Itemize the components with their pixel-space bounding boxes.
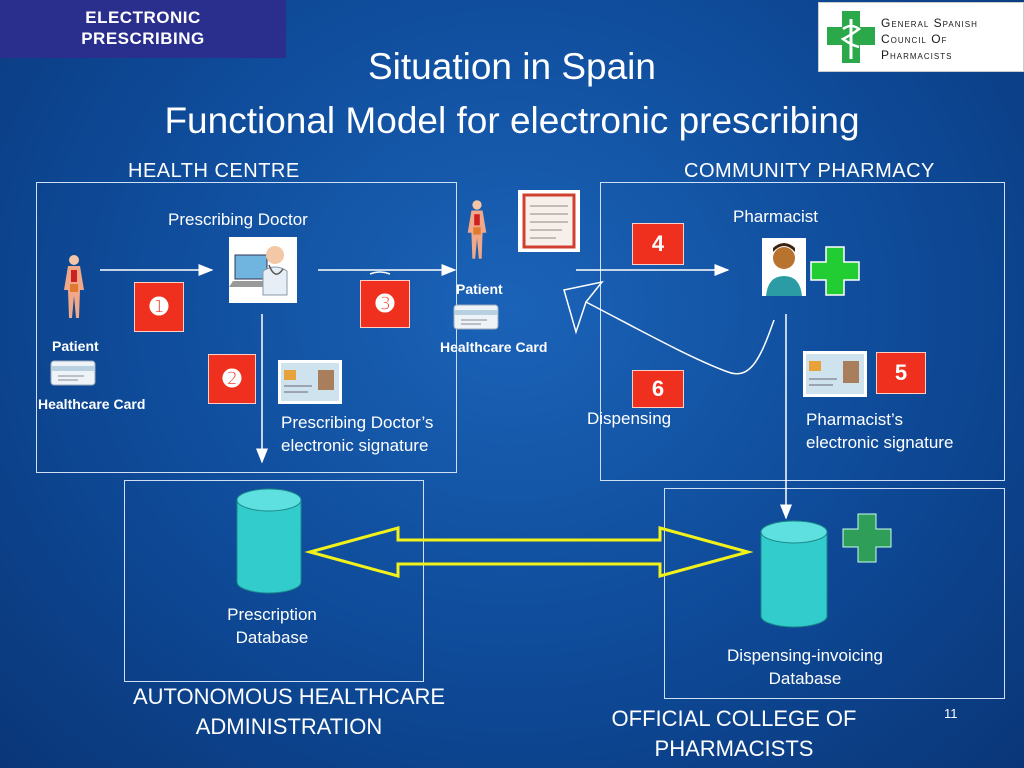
step-4-badge: 4 bbox=[632, 223, 684, 265]
prescription-database-icon bbox=[236, 488, 302, 594]
pharmacist-signature-line1: Pharmacist’s bbox=[806, 410, 903, 429]
healthcare-card-label-left: Healthcare Card bbox=[38, 396, 146, 412]
healthcare-administration-frame bbox=[124, 480, 424, 682]
logo-text: General Spanish Council Of Pharmacists bbox=[881, 15, 978, 63]
community-pharmacy-frame bbox=[600, 182, 1005, 481]
pharmacist-signature-label: Pharmacist’s electronic signature bbox=[806, 408, 953, 454]
step3-bracket bbox=[369, 271, 391, 275]
dispensing-label: Dispensing bbox=[587, 409, 672, 428]
patient-label-middle: Patient bbox=[456, 281, 503, 297]
pharmacy-cross-icon bbox=[810, 246, 860, 296]
healthcare-card-icon-middle bbox=[453, 304, 499, 330]
dispensing-arrowhead bbox=[563, 280, 604, 335]
data-exchange-double-arrow bbox=[304, 526, 754, 578]
college-of-pharmacists-line1: OFFICIAL COLLEGE OF bbox=[611, 706, 857, 731]
council-logo: General Spanish Council Of Pharmacists bbox=[818, 2, 1024, 72]
step-6-badge: 6 bbox=[632, 370, 684, 408]
pharmacist-signature-line2: electronic signature bbox=[806, 433, 954, 452]
college-of-pharmacists-frame bbox=[664, 488, 1005, 699]
patient-anatomy-icon-middle bbox=[467, 200, 487, 259]
doctor-signature-line1: Prescribing Doctor’s bbox=[281, 413, 434, 432]
healthcare-administration-line2: ADMINISTRATION bbox=[195, 714, 383, 739]
page-number: 11 bbox=[944, 706, 958, 721]
dispensing-database-line2: Database bbox=[768, 669, 842, 688]
step-5-badge: 5 bbox=[876, 352, 926, 394]
college-of-pharmacists-line2: PHARMACISTS bbox=[654, 736, 814, 761]
health-centre-label: HEALTH CENTRE bbox=[128, 160, 300, 182]
pharmacist-person-icon bbox=[762, 238, 806, 296]
prescription-form-icon bbox=[518, 190, 580, 252]
healthcare-administration-line1: AUTONOMOUS HEALTHCARE bbox=[132, 684, 446, 709]
healthcare-administration-label: AUTONOMOUS HEALTHCARE ADMINISTRATION bbox=[96, 682, 482, 742]
college-pharmacy-cross-icon bbox=[842, 513, 892, 563]
section-tag: ELECTRONIC PRESCRIBING bbox=[0, 0, 286, 58]
logo-line2: Council Of bbox=[881, 32, 948, 46]
dispensing-database-line1: Dispensing-invoicing bbox=[727, 646, 883, 665]
title-line1: Situation in Spain bbox=[368, 46, 656, 87]
pharmacist-label: Pharmacist bbox=[733, 207, 819, 226]
dispensing-curve bbox=[585, 301, 775, 375]
pharmacist-id-card-icon bbox=[803, 351, 867, 397]
patient-anatomy-icon bbox=[64, 255, 84, 318]
dispensing-database-label: Dispensing-invoicing Database bbox=[700, 644, 910, 690]
title-line2: Functional Model for electronic prescrib… bbox=[164, 100, 860, 141]
community-pharmacy-label: COMMUNITY PHARMACY bbox=[684, 160, 935, 182]
logo-line3: Pharmacists bbox=[881, 48, 953, 62]
step-1-badge: ➊ bbox=[134, 282, 184, 332]
doctor-signature-line2: electronic signature bbox=[281, 436, 429, 455]
section-tag-line1: ELECTRONIC bbox=[85, 8, 201, 27]
doctor-computer-icon bbox=[229, 237, 297, 303]
healthcare-card-icon-left bbox=[50, 360, 96, 386]
dispensing-database-icon bbox=[760, 520, 828, 628]
healthcare-card-label-middle: Healthcare Card bbox=[440, 339, 548, 355]
prescription-database-line1: Prescription bbox=[227, 605, 317, 624]
step-2-badge: ➋ bbox=[208, 354, 256, 404]
prescription-database-line2: Database bbox=[235, 628, 309, 647]
doctor-signature-label: Prescribing Doctor’s electronic signatur… bbox=[281, 411, 433, 457]
section-tag-line2: PRESCRIBING bbox=[81, 29, 205, 48]
prescription-database-label: Prescription Database bbox=[212, 603, 332, 649]
patient-label-left: Patient bbox=[52, 338, 99, 354]
pharmacy-cross-logo-icon bbox=[827, 11, 875, 63]
doctor-id-card-icon bbox=[278, 360, 342, 404]
college-of-pharmacists-label: OFFICIAL COLLEGE OF PHARMACISTS bbox=[560, 704, 908, 764]
logo-line1: General Spanish bbox=[881, 16, 978, 30]
prescribing-doctor-label: Prescribing Doctor bbox=[168, 210, 308, 229]
step-3-badge: ➌ bbox=[360, 280, 410, 328]
